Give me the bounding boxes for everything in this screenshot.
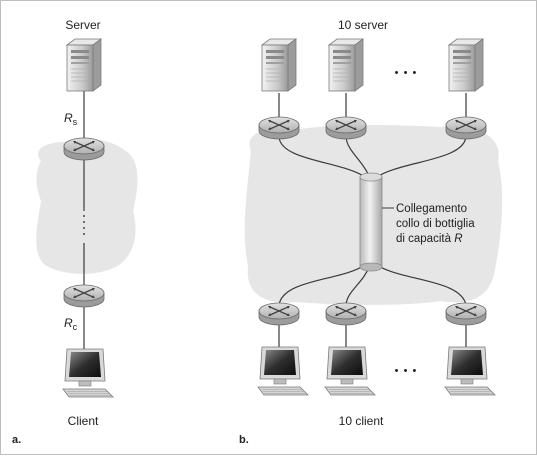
ellipsis-servers: • • • bbox=[395, 67, 418, 79]
servers-label: 10 server bbox=[338, 18, 388, 32]
panel-b: 10 server • • • • • • Collegamento collo… bbox=[239, 18, 503, 446]
bottleneck-label-line2: collo di bottiglia bbox=[396, 218, 475, 230]
router-icon bbox=[258, 302, 300, 326]
server-icon bbox=[261, 38, 297, 92]
client-label: Client bbox=[68, 414, 99, 428]
rate-server-label: Rs bbox=[64, 111, 78, 127]
server-label: Server bbox=[65, 18, 100, 32]
rate-client-label: Rc bbox=[64, 316, 78, 332]
bottleneck-label-line1: Collegamento bbox=[396, 203, 467, 215]
server-icon bbox=[66, 38, 102, 92]
bottleneck-label-line3: di capacità R bbox=[396, 233, 463, 245]
client-computer-icon bbox=[444, 346, 496, 396]
network-cloud-a bbox=[36, 139, 138, 274]
link-router-bottleneck bbox=[278, 136, 366, 178]
link-router-bottleneck bbox=[345, 136, 370, 177]
client-computer-icon bbox=[257, 346, 309, 396]
router-icon bbox=[325, 302, 367, 326]
router-icon bbox=[63, 137, 105, 161]
link-router-bottleneck bbox=[376, 136, 467, 178]
router-icon bbox=[63, 284, 105, 308]
panel-b-tag: b. bbox=[239, 434, 249, 446]
router-icon bbox=[445, 116, 487, 140]
link-bottleneck-router bbox=[376, 264, 467, 306]
clients-label: 10 client bbox=[339, 414, 384, 428]
server-icon bbox=[328, 38, 364, 92]
ellipsis-clients: • • • bbox=[395, 365, 418, 377]
panel-a-tag: a. bbox=[12, 434, 21, 446]
panel-a: Server Rs Rc Client a. bbox=[12, 18, 138, 446]
router-icon bbox=[325, 116, 367, 140]
server-icon bbox=[448, 38, 484, 92]
bottleneck-link bbox=[359, 172, 383, 272]
client-computer-icon bbox=[324, 346, 376, 396]
router-icon bbox=[258, 116, 300, 140]
router-icon bbox=[445, 302, 487, 326]
link-bottleneck-router bbox=[278, 264, 366, 306]
client-computer-icon bbox=[62, 348, 114, 398]
